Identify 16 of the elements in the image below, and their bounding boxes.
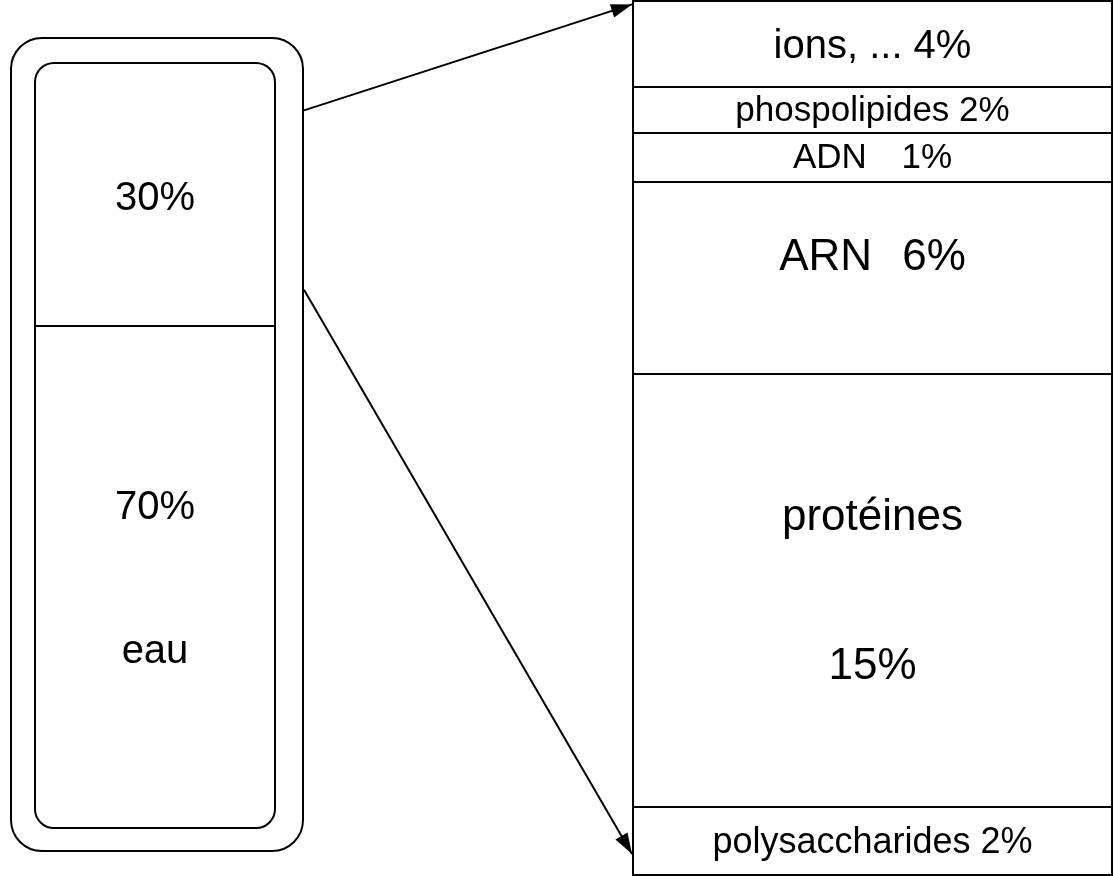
cell-text: ARN 6% xyxy=(779,231,966,280)
table-cell xyxy=(34,62,276,327)
cell-text: 30% xyxy=(114,173,196,218)
cell-text: 70% xyxy=(114,483,196,527)
cell-text: phospolipides 2% xyxy=(735,89,1010,129)
arrow xyxy=(303,288,633,856)
cell-text: ADN 1% xyxy=(792,137,953,176)
cell-text: eau xyxy=(121,627,189,671)
cell-text: protéines xyxy=(782,491,963,540)
box-outline xyxy=(632,0,1113,876)
cell-text: ions, ... 4% xyxy=(773,22,972,66)
box-outline xyxy=(10,37,304,852)
cell-text: 15% xyxy=(828,639,917,688)
arrow xyxy=(303,3,633,112)
cell-text: polysaccharides 2% xyxy=(712,821,1033,861)
table-cell xyxy=(34,325,276,829)
